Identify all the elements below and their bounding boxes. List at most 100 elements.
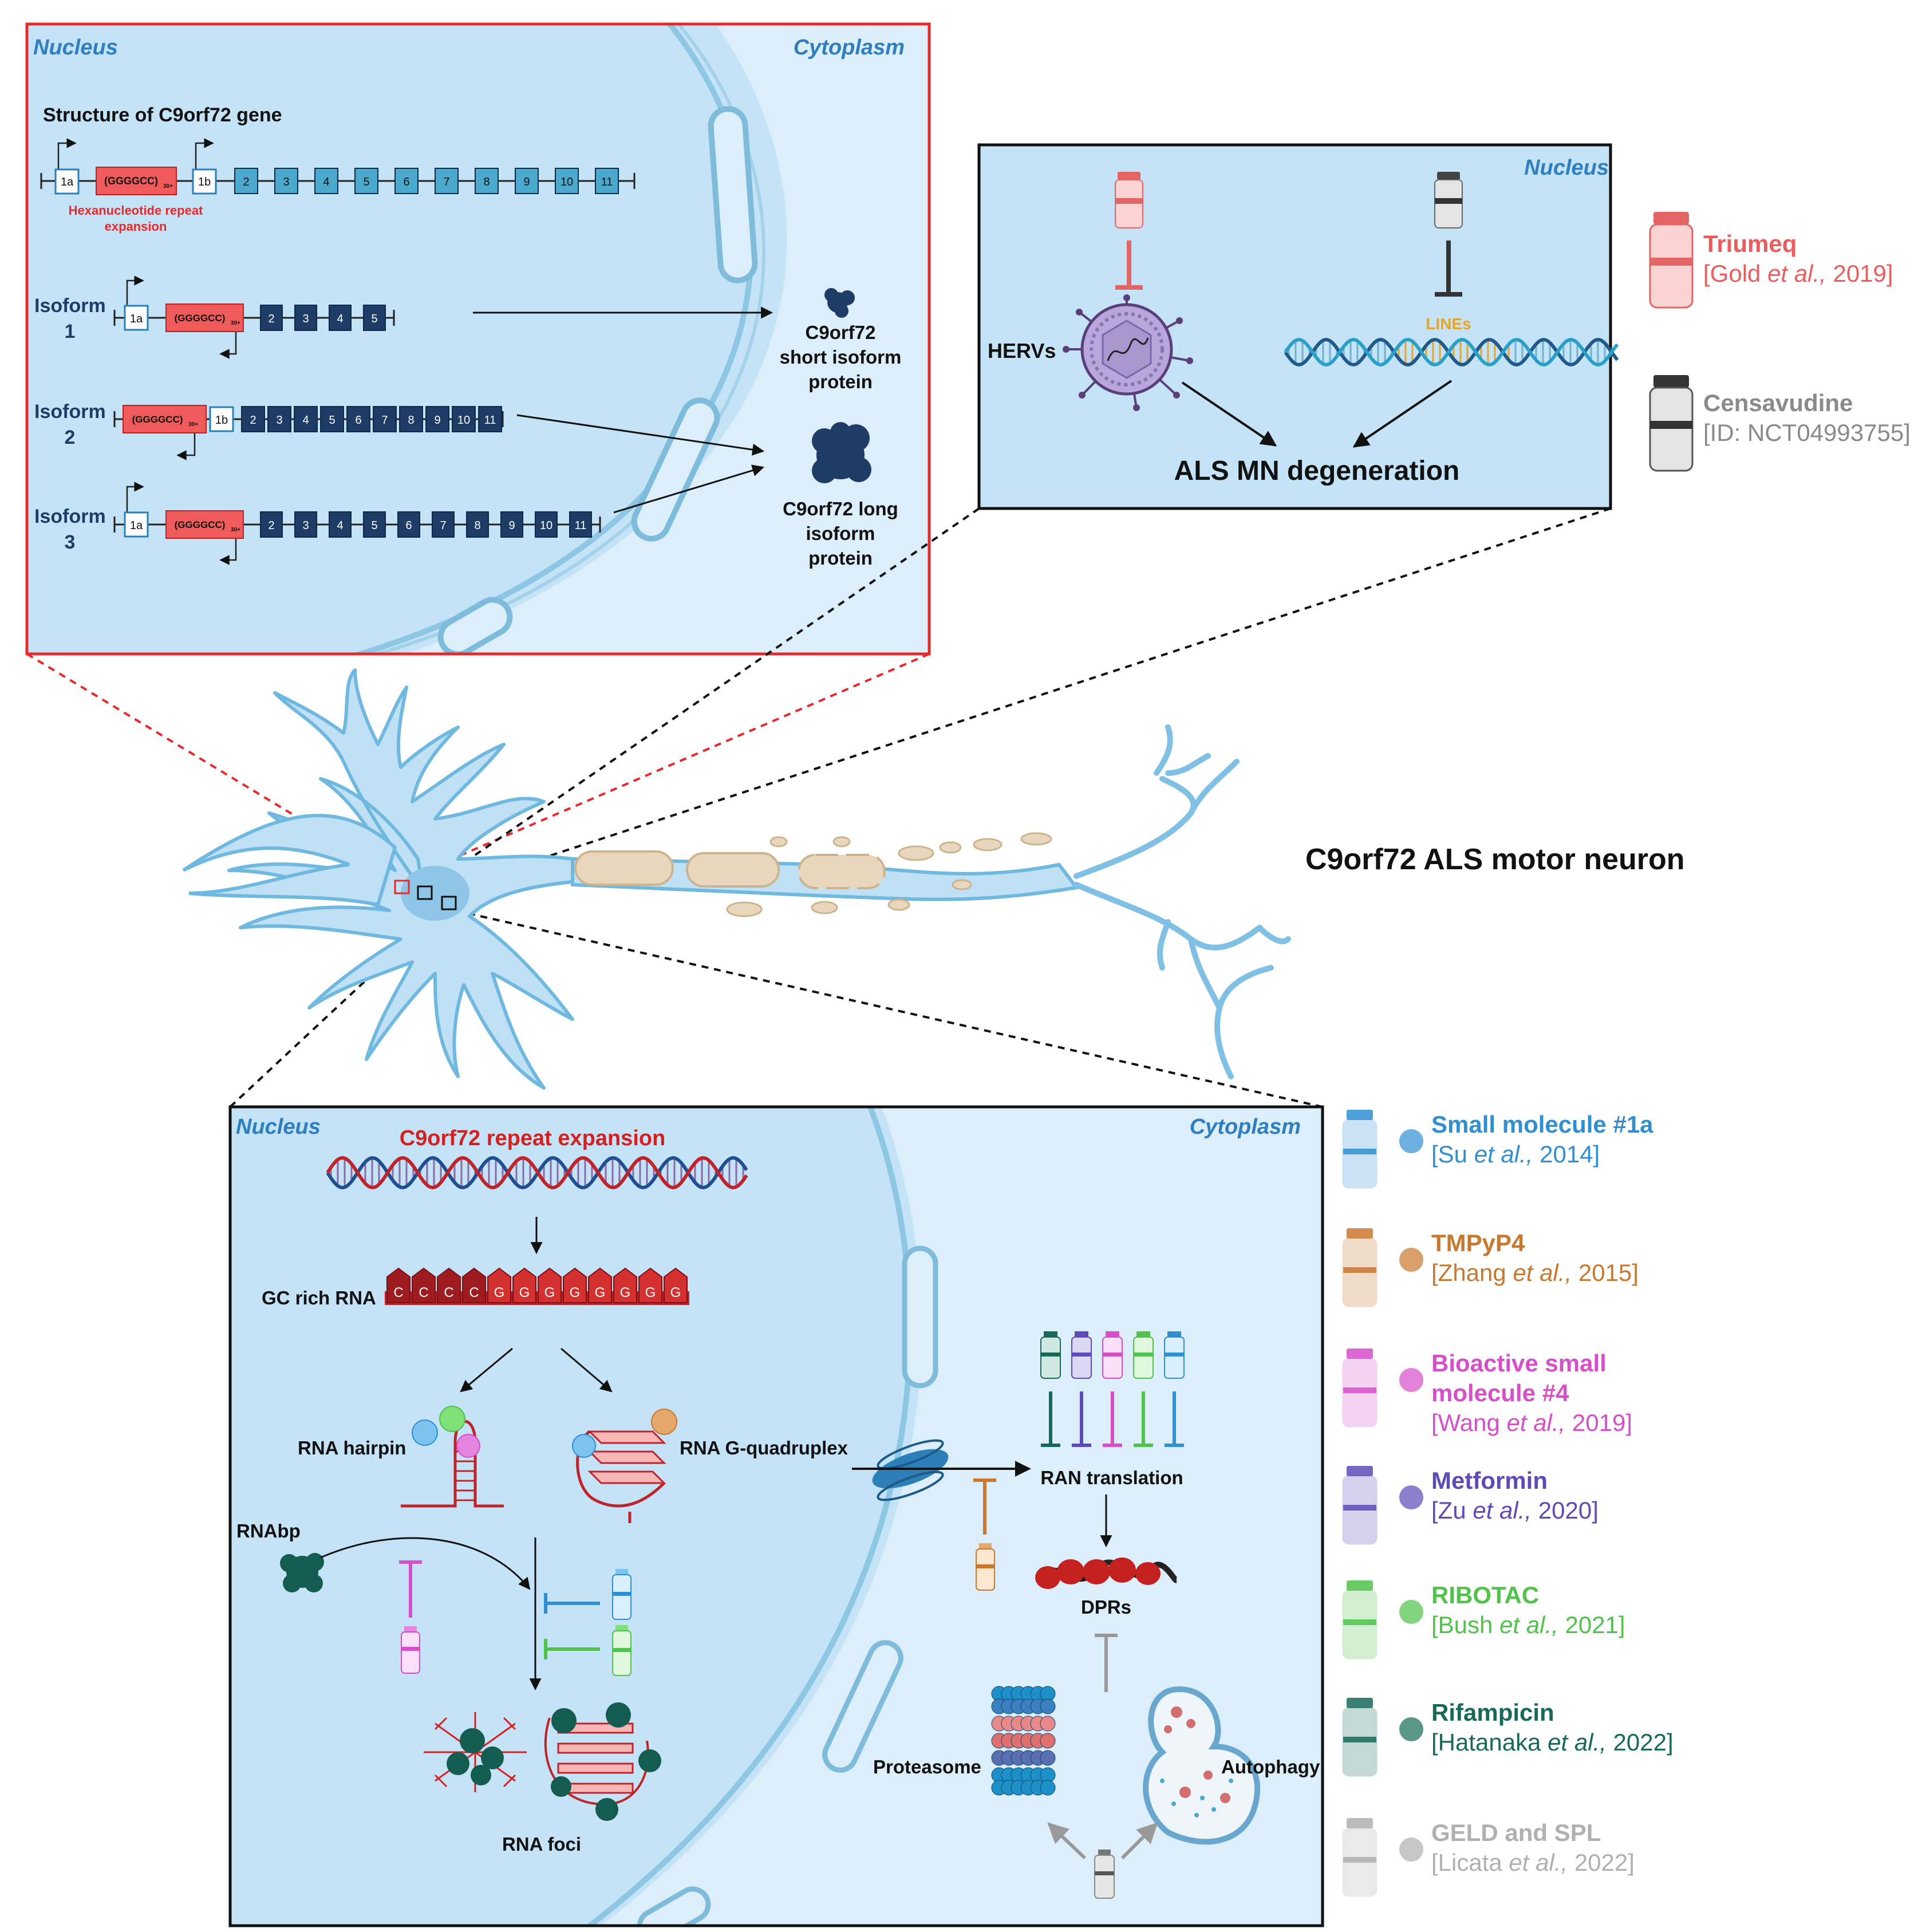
exon-box [363,305,386,331]
exon-label: 8 [474,519,480,532]
legend-name: Metformin [1431,1467,1548,1494]
rna-foci-label: RNA foci [502,1834,581,1855]
rna-letter: C [469,1285,479,1300]
hexa-label-1: Hexanucleotide repeat [69,203,203,218]
legend-dot [1399,1717,1423,1741]
sm1a-inhibitor-icon [544,1569,632,1620]
legend-bioactive-small-molecule-4: Bioactive small molecule #4 [Wang et al.… [1431,1349,1660,1438]
exon-box [329,305,352,331]
exon-label: 6 [355,414,361,427]
ran-vial-band [1072,1353,1091,1357]
legend-dot [1399,1838,1423,1862]
exon-label: 10 [540,519,552,532]
isoform1-number: 1 [65,321,76,342]
exon-box [363,511,386,538]
ran-vial-band [1134,1353,1153,1357]
rna-letter: G [519,1285,530,1300]
bsm4-inhibitor-icon [399,1560,422,1674]
legend-geld-spl: GELD and SPL [Licata et al., 2022] [1431,1818,1635,1878]
rna-letter: G [620,1285,631,1300]
exon-box [354,168,378,194]
repeat-sub-iso3: 30+ [231,527,240,533]
long-isoform-protein-icon [812,422,871,483]
legend-reference: [Bush et al., 2021] [1431,1610,1625,1640]
legend-dot [1399,1368,1423,1392]
exon-box [535,511,558,538]
rna-nucleotide [613,1267,637,1303]
legend-reference: [Licata et al., 2022] [1431,1848,1635,1878]
exon-label: 11 [484,414,496,427]
repeat-box-gene: (GGGGCC) [104,175,158,187]
exon-label: 7 [381,414,388,427]
legend-name: RIBOTAC [1431,1582,1540,1608]
legend-ref-pre: [Su [1431,1141,1474,1168]
myelin-sheath-icon [574,832,1052,917]
exon-box [294,511,317,538]
exon-label: 4 [337,313,343,325]
isoform3-label: Isoform [34,506,106,527]
legend-reference: [Zhang et al., 2015] [1431,1258,1639,1288]
ran-vial [1164,1336,1185,1379]
ran-vial-cap [1044,1331,1057,1337]
exon-label: 8 [483,176,490,188]
ran-vial-band [1103,1353,1122,1357]
hervs-label: HERVs [988,339,1056,362]
ran-vial [1133,1336,1154,1379]
exon-label: 3 [276,414,282,427]
exon-box [274,168,298,194]
legend-reference: [Wang et al., 2019] [1431,1408,1660,1438]
rna-nucleotide [386,1267,411,1303]
legend-ref-italic: et al., [1509,1849,1568,1876]
triumeq-ref-italic: et al., [1767,260,1826,287]
legend-vial-cap [1347,1349,1373,1359]
exon-label: 7 [443,176,449,188]
exon-box [234,168,258,194]
exon-box [478,406,502,432]
legend-vial-cap [1347,1580,1373,1591]
triumeq-ref-post: 2019] [1826,260,1893,287]
legend-reference: [Su et al., 2014] [1431,1140,1653,1169]
exon-box [260,511,283,538]
censavudine-name: Censavudine [1703,389,1853,416]
triumeq-ref-pre: [Gold [1703,260,1768,287]
ran-vial [1040,1336,1061,1379]
rna-nucleotide [462,1267,486,1303]
rna-nucleotide [412,1267,436,1303]
top-nucleus-label: Nucleus [33,36,118,60]
rna-nucleotide [664,1267,688,1303]
gc-rich-rna-label: GC rich RNA [262,1287,376,1308]
exon-box [432,511,455,538]
censavudine-side-vial-icon [1649,375,1694,472]
censavudine-reference: [ID: NCT04993755] [1703,419,1911,446]
exon-1a: 1a [61,176,74,188]
repeat-sub-gene: 30+ [163,183,173,190]
ran-vial [1102,1336,1123,1379]
rna-letter: G [570,1285,581,1300]
long-protein-line1: C9orf72 long [783,498,898,519]
repeat-box-iso2: (GGGGCC) [132,414,183,425]
exon-box [241,406,265,432]
ran-vial-band [1165,1353,1184,1357]
exon-label: 9 [434,414,440,427]
legend-ref-post: 2020] [1532,1497,1599,1524]
legend-ref-pre: [Licata [1431,1849,1509,1876]
exon-label: 10 [457,414,470,427]
exon-label: 2 [243,176,249,188]
exon-box [466,511,489,538]
legend-vial-cap [1347,1228,1373,1239]
rna-letter: G [670,1285,681,1300]
hexa-label-2: expansion [105,219,167,234]
rna-nucleotide [538,1267,562,1303]
ran-translation-label: RAN translation [1040,1467,1183,1488]
censavudine-vial-icon [1434,172,1463,228]
legend-name: Bioactive small molecule #4 [1431,1350,1607,1406]
exon-label: 5 [371,519,377,532]
rna-nucleotide [437,1267,461,1303]
exon-1b: 1b [198,176,211,188]
exon-label: 2 [268,313,274,325]
legend-dot [1399,1248,1423,1272]
legend-icons [1342,1110,1423,1897]
legend-ref-italic: et al., [1513,1259,1572,1286]
triumeq-label: Triumeq [Gold et al., 2019] [1703,229,1893,289]
